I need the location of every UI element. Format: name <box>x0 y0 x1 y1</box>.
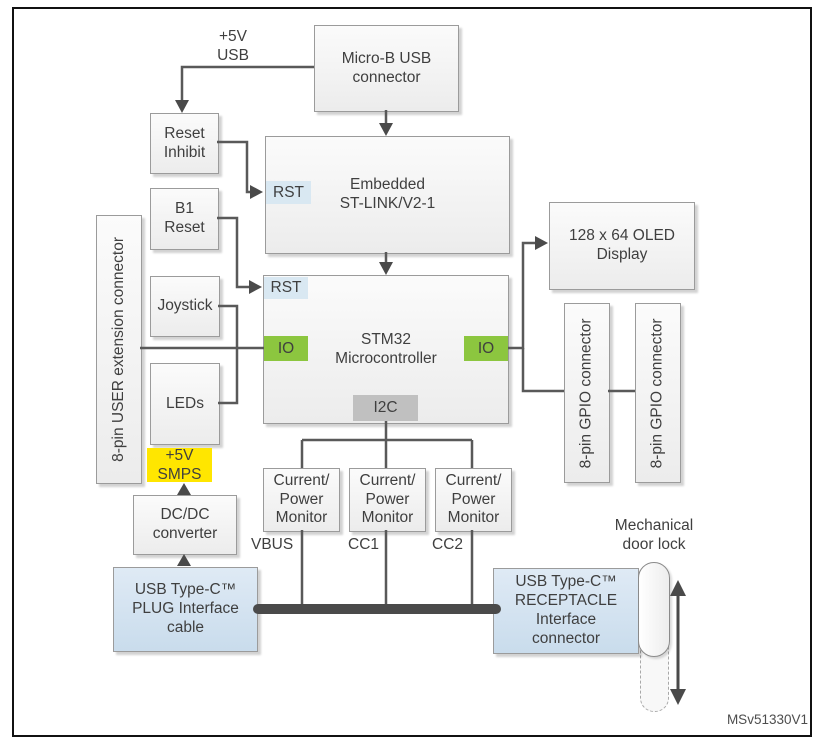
current-power-monitor-2-box: Current/ Power Monitor <box>349 468 426 532</box>
leds-box: LEDs <box>150 363 220 445</box>
gpio-connector-1-label: 8-pin GPIO connector <box>577 318 595 468</box>
rst-tag-stm32: RST <box>264 277 308 299</box>
vbus-label: VBUS <box>251 536 294 553</box>
usb-typec-plug-cable-box: USB Type-C™ PLUG Interface cable <box>113 567 258 652</box>
door-lock-slider <box>638 562 670 657</box>
io-tag-left: IO <box>264 336 308 361</box>
door-lock-label: Mechanical door lock <box>614 517 694 553</box>
micro-b-usb-connector-box: Micro-B USB connector <box>314 25 459 112</box>
figure-code: MSv51330V1 <box>726 712 808 727</box>
cc1-label: CC1 <box>348 536 380 553</box>
oled-display-box: 128 x 64 OLED Display <box>549 202 695 290</box>
current-power-monitor-3-box: Current/ Power Monitor <box>435 468 512 532</box>
joystick-box: Joystick <box>150 276 220 337</box>
rst-tag-stlink: RST <box>266 181 311 204</box>
io-tag-right: IO <box>464 336 508 361</box>
user-extension-connector-box: 8-pin USER extension connector <box>96 215 142 484</box>
b1-reset-box: B1 Reset <box>150 188 219 250</box>
gpio-connector-1-box: 8-pin GPIO connector <box>564 303 610 483</box>
current-power-monitor-1-box: Current/ Power Monitor <box>263 468 340 532</box>
cc2-label: CC2 <box>432 536 464 553</box>
gpio-connector-2-box: 8-pin GPIO connector <box>635 303 681 483</box>
i2c-tag: I2C <box>353 395 418 421</box>
usb-5v-label: +5V USB <box>217 28 249 64</box>
smps-5v-tag: +5V SMPS <box>147 447 212 483</box>
dcdc-converter-box: DC/DC converter <box>133 495 237 555</box>
reset-inhibit-box: Reset Inhibit <box>150 113 219 174</box>
usb-typec-receptacle-box: USB Type-C™ RECEPTACLE Interface connect… <box>493 568 639 654</box>
gpio-connector-2-label: 8-pin GPIO connector <box>648 318 666 468</box>
user-extension-connector-label: 8-pin USER extension connector <box>109 237 127 462</box>
